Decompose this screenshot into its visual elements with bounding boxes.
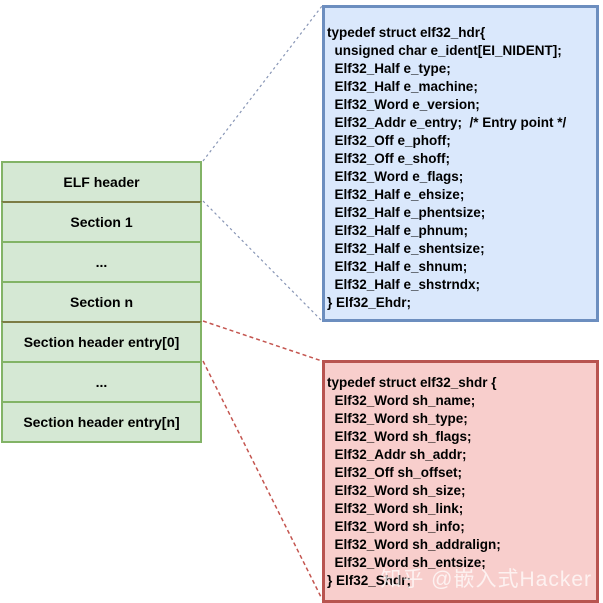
code-line: Elf32_Off e_phoff; [327, 133, 451, 148]
code-line: Elf32_Word sh_name; [327, 393, 476, 408]
elf-file-layout-stack: ELF header Section 1 ... Section n Secti… [1, 161, 202, 443]
code-line: typedef struct elf32_shdr { [327, 375, 497, 390]
code-line: } Elf32_Ehdr; [327, 295, 412, 310]
code-line: Elf32_Word sh_size; [327, 483, 466, 498]
stack-cell-entries-ellipsis: ... [1, 361, 202, 403]
code-line: Elf32_Half e_machine; [327, 79, 478, 94]
code-line: Elf32_Half e_shnum; [327, 259, 468, 274]
code-line: unsigned char e_ident[EI_NIDENT]; [327, 43, 562, 58]
code-line: Elf32_Word sh_flags; [327, 429, 472, 444]
stack-cell-section-1: Section 1 [1, 201, 202, 243]
connector-entry0-top-to-shdr-box [202, 320, 323, 362]
code-line: Elf32_Word e_version; [327, 97, 480, 112]
stack-cell-label: ... [95, 254, 108, 270]
stack-cell-label: Section header entry[0] [23, 334, 180, 350]
code-line: typedef struct elf32_hdr{ [327, 25, 486, 40]
stack-cell-section-header-entry-0: Section header entry[0] [1, 321, 202, 363]
code-line: Elf32_Addr e_entry; /* Entry point */ [327, 115, 567, 130]
code-line: Elf32_Word sh_link; [327, 501, 464, 516]
code-line: Elf32_Word sh_addralign; [327, 537, 501, 552]
stack-cell-section-n: Section n [1, 281, 202, 323]
code-line: Elf32_Half e_phentsize; [327, 205, 486, 220]
stack-cell-label: ELF header [63, 174, 140, 190]
code-line: Elf32_Word sh_info; [327, 519, 465, 534]
code-line: Elf32_Half e_shentsize; [327, 241, 485, 256]
code-line: Elf32_Word sh_type; [327, 411, 468, 426]
code-line: Elf32_Off e_shoff; [327, 151, 451, 166]
code-line: } Elf32_Shdr; [327, 573, 412, 588]
stack-cell-elf-header: ELF header [1, 161, 202, 203]
code-line: Elf32_Half e_ehsize; [327, 187, 465, 202]
elf32-shdr-struct-box: typedef struct elf32_shdr { Elf32_Word s… [322, 360, 599, 603]
stack-cell-label: Section header entry[n] [23, 414, 180, 430]
stack-cell-label: Section 1 [70, 214, 133, 230]
connector-entry0-bottom-to-shdr-box [202, 360, 323, 600]
code-line: Elf32_Addr sh_addr; [327, 447, 467, 462]
stack-cell-label: ... [95, 374, 108, 390]
stack-cell-section-header-entry-n: Section header entry[n] [1, 401, 202, 443]
code-line: Elf32_Half e_type; [327, 61, 451, 76]
code-line: Elf32_Half e_shstrndx; [327, 277, 481, 292]
stack-cell-label: Section n [69, 294, 133, 310]
connector-elf-header-bottom-to-ehdr-box [202, 200, 323, 322]
code-line: Elf32_Half e_phnum; [327, 223, 469, 238]
connector-elf-header-top-to-ehdr-box [202, 5, 323, 162]
stack-cell-sections-ellipsis: ... [1, 241, 202, 283]
elf32-ehdr-struct-box: typedef struct elf32_hdr{ unsigned char … [322, 5, 599, 322]
code-line: Elf32_Word sh_entsize; [327, 555, 486, 570]
code-line: Elf32_Word e_flags; [327, 169, 464, 184]
code-line: Elf32_Off sh_offset; [327, 465, 463, 480]
